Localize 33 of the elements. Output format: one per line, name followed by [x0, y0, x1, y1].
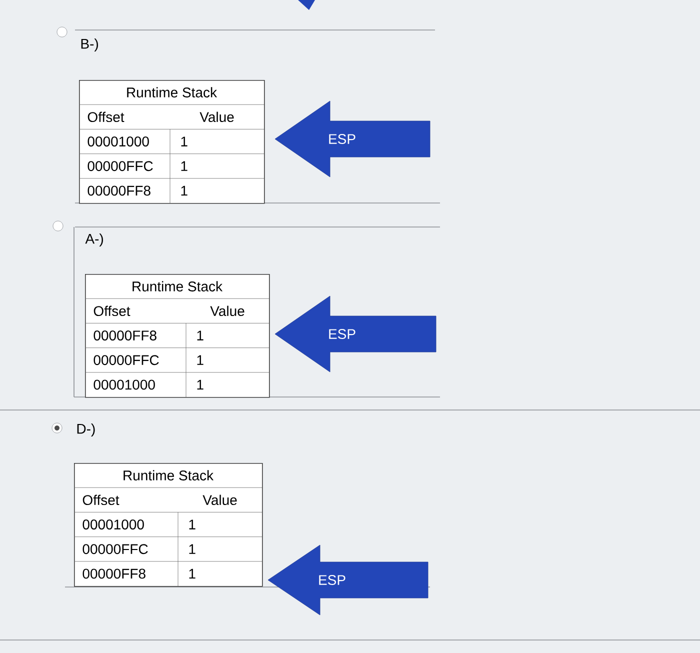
table-cell: 1: [189, 520, 196, 530]
column-header: Value: [200, 112, 234, 122]
table-title: Runtime Stack: [132, 281, 223, 292]
table-cell: 1: [181, 161, 188, 171]
table-cell: 1: [197, 380, 204, 390]
table-title: Runtime Stack: [124, 470, 214, 480]
table-cell: 1: [197, 355, 204, 365]
table-cell: 00000FFC: [94, 355, 159, 366]
column-header: Offset: [94, 306, 130, 316]
table-cell: 00000FF8: [88, 186, 150, 196]
table-cell: 00000FFC: [82, 544, 148, 554]
table-cell: 00000FF8: [82, 568, 146, 579]
table-cell: 00001000: [94, 380, 155, 390]
table-cell: 1: [181, 136, 188, 146]
column-header: Value: [202, 494, 237, 506]
stack-table: [78, 80, 265, 204]
table-cell: 00001000: [88, 136, 149, 146]
table-cell: 00000FF8: [94, 330, 156, 340]
stack-table: [84, 274, 270, 398]
table-cell: 00001000: [82, 520, 144, 530]
table-cell: 1: [189, 544, 196, 554]
option-label: D-): [77, 423, 95, 437]
option-label: B-): [81, 38, 98, 52]
table-cell: 1: [181, 186, 188, 196]
option-label: A-): [85, 233, 103, 247]
column-header: Value: [210, 306, 244, 316]
column-header: Offset: [88, 112, 124, 122]
column-header: Offset: [82, 494, 120, 506]
table-title: Runtime Stack: [127, 87, 218, 98]
table-cell: 00000FFC: [88, 161, 153, 172]
stack-table: [74, 463, 263, 587]
table-cell: 1: [189, 568, 196, 579]
table-cell: 1: [197, 330, 204, 340]
